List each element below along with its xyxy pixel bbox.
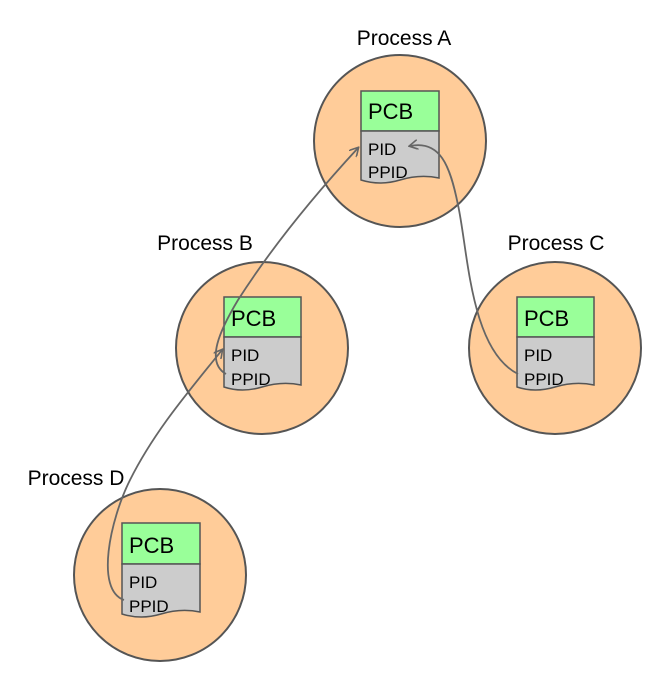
pcb-body [223,336,302,391]
process-d-label: Process D [28,467,125,490]
process-a-pcb: PCB PID PPID [360,90,440,184]
process-c: Process C PCB PID PPID [468,232,642,435]
pcb-title: PCB [524,306,569,331]
pcb-body [360,130,440,184]
arrow-d-to-b [106,350,222,601]
pcb-body [516,336,595,391]
arrow-c-to-a [410,145,519,375]
pid-field: PID [231,346,259,365]
pcb-body [121,563,201,618]
process-b-label: Process B [157,232,253,255]
ppid-field: PPID [129,597,169,616]
process-b-pcb: PCB PID PPID [223,296,302,391]
process-d: Process D PCB PID PPID [28,467,247,662]
process-c-pcb: PCB PID PPID [516,296,595,391]
pid-field: PID [368,140,396,159]
pid-field: PID [524,346,552,365]
process-a-label: Process A [357,27,452,50]
ppid-field: PPID [368,163,408,182]
pcb-header [121,522,201,565]
pcb-title: PCB [129,533,174,558]
pcb-header [516,296,595,338]
process-d-pcb: PCB PID PPID [121,522,201,618]
process-b: Process B PCB PID PPID [157,232,349,435]
pid-field: PID [129,573,157,592]
pcb-title: PCB [231,306,276,331]
ppid-field: PPID [524,370,564,389]
pcb-title: PCB [368,99,413,124]
pcb-header [360,90,440,132]
process-a: Process A PCB PID PPID [313,27,487,228]
process-c-label: Process C [508,232,605,255]
ppid-field: PPID [231,370,271,389]
